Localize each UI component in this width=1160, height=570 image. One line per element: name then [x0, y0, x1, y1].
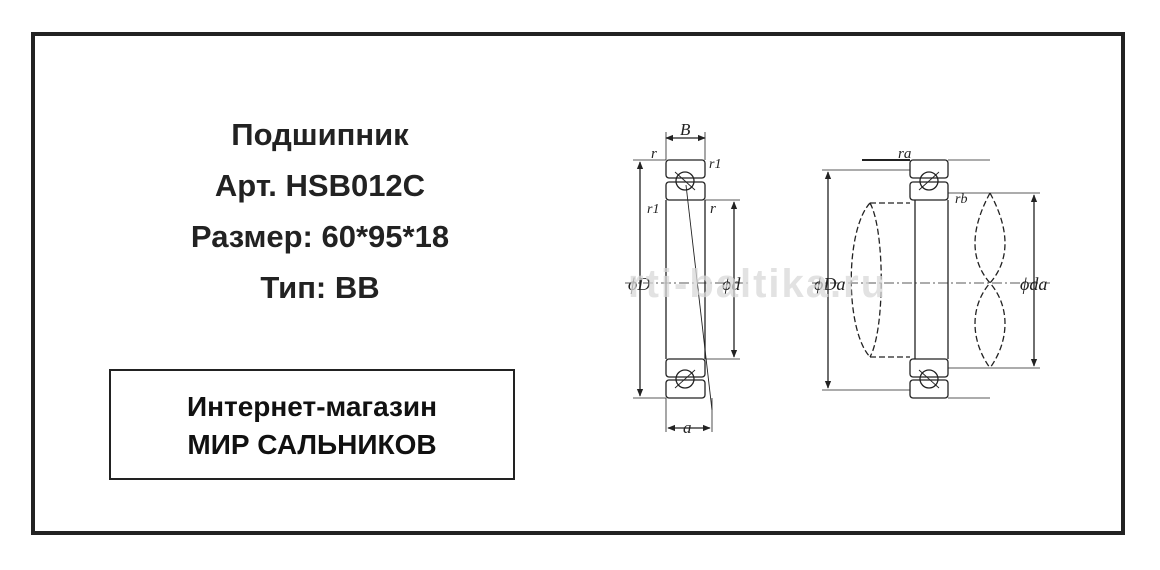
label-outer-diameter: ϕD: [628, 274, 650, 294]
product-article: Арт. HSB012C: [214, 168, 426, 203]
product-type: Тип: BB: [260, 270, 380, 305]
label-ra: ra: [898, 146, 911, 162]
watermark-text: rti-baltika.ru: [628, 262, 887, 306]
label-shaft-diameter: ϕda: [1020, 274, 1047, 294]
mounting-section-labels: ra rb ϕDa ϕda: [814, 146, 1047, 294]
bearing-section-labels: B r r1 r1 r ϕD ϕd a: [628, 120, 741, 437]
label-inner-diameter: ϕd: [722, 274, 741, 294]
bearing-section: [625, 132, 748, 432]
mounting-section: [812, 159, 1050, 399]
label-r1-left: r1: [647, 202, 659, 217]
label-a: a: [683, 418, 692, 437]
store-line-1: Интернет-магазин: [186, 391, 438, 422]
product-size: Размер: 60*95*18: [190, 219, 450, 254]
label-b: B: [680, 120, 691, 139]
store-box: Интернет-магазин МИР САЛЬНИКОВ: [109, 369, 515, 480]
product-title: Подшипник: [231, 117, 409, 152]
label-rb: rb: [955, 192, 967, 207]
label-r-right: r: [710, 201, 716, 217]
label-r-top: r: [651, 146, 657, 162]
outer-frame: [31, 32, 1125, 535]
label-r1-top: r1: [709, 157, 721, 172]
label-housing-diameter: ϕDa: [814, 274, 845, 294]
store-line-2: МИР САЛЬНИКОВ: [187, 429, 437, 460]
